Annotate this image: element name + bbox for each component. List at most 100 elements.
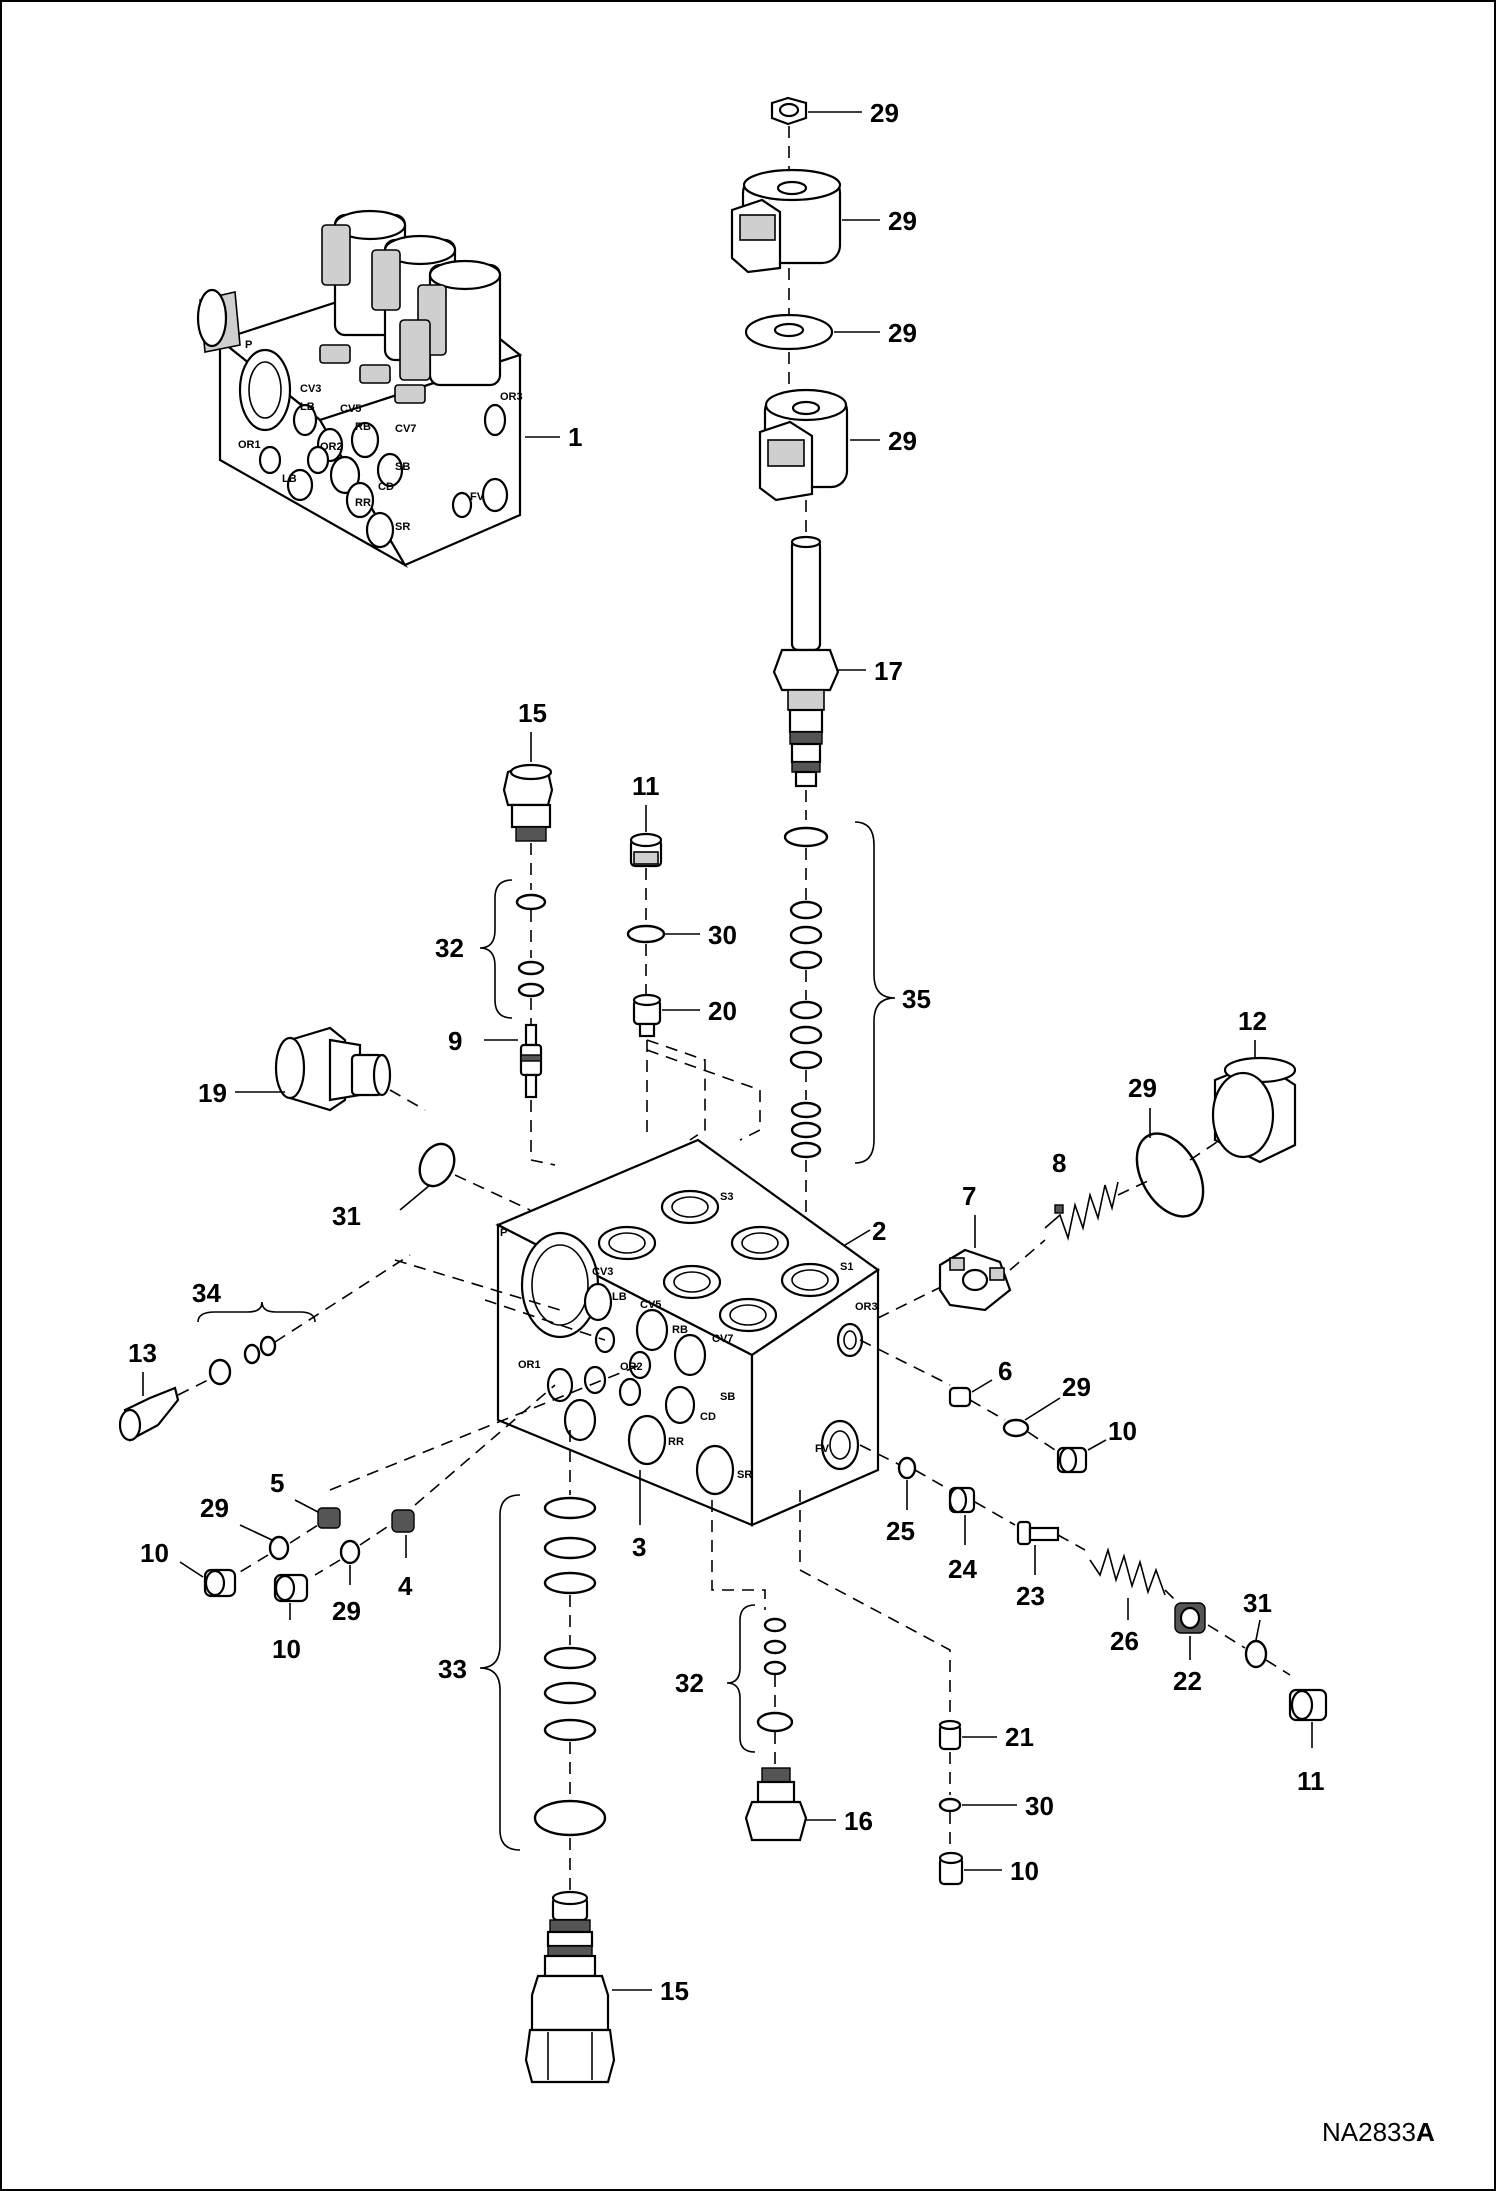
assy-port-sr: SR <box>395 521 410 533</box>
port-rr: RR <box>668 1436 684 1448</box>
callout-32-lower: 32 <box>675 1668 704 1698</box>
callout-29-lower-b: 29 <box>332 1596 361 1626</box>
port-sb: SB <box>720 1391 735 1403</box>
assy-port-cv3: CV3 <box>300 383 321 395</box>
callout-19: 19 <box>198 1078 227 1108</box>
part-31-oring <box>418 1142 456 1188</box>
part-27-nut <box>770 96 808 126</box>
drawing-code-suffix: A <box>1416 2117 1435 2147</box>
part-32-seals-upper <box>515 893 547 998</box>
part-15-upper-valve <box>502 763 554 842</box>
port-rb: RB <box>672 1324 688 1336</box>
port-or1: OR1 <box>518 1359 541 1371</box>
part-30-upper-oring <box>626 924 666 944</box>
part-13-check <box>118 1386 180 1442</box>
callout-2: 2 <box>872 1216 886 1246</box>
callout-7: 7 <box>962 1181 976 1211</box>
part-5-plug <box>317 1507 341 1529</box>
callout-6: 6 <box>998 1356 1012 1386</box>
valve-block: P CV3 LB CV5 RB CV7 OR3 OR1 OR2 SB CD RR… <box>495 1138 880 1527</box>
part-12-cap <box>1211 1056 1297 1164</box>
port-lb: LB <box>612 1291 627 1303</box>
part-11-upper-plug <box>629 832 663 868</box>
part-35-seal-kit <box>783 826 829 1159</box>
part-11-lower-plug <box>1288 1688 1328 1722</box>
assy-port-cd: CD <box>378 481 394 493</box>
callout-29-lower-a: 29 <box>200 1493 229 1523</box>
part-33-seal-kit <box>533 1496 607 1837</box>
callout-29-bottom: 30 <box>1025 1791 1054 1821</box>
assy-port-fv: FV <box>470 491 485 503</box>
part-16-cartridge <box>772 535 840 788</box>
part-7-spool <box>938 1248 1012 1312</box>
callout-18: 29 <box>888 318 917 348</box>
part-10-plug-lower-b <box>273 1573 309 1603</box>
assy-port-rb: RB <box>355 421 371 433</box>
part-6-plug <box>948 1386 972 1408</box>
part-18-washer <box>744 313 834 351</box>
callout-12: 12 <box>1238 1006 1267 1036</box>
callout-27: 29 <box>870 98 899 128</box>
port-cv3: CV3 <box>592 1266 613 1278</box>
callout-10-right: 10 <box>1108 1416 1137 1446</box>
part-10-plug-lower-a <box>203 1568 237 1598</box>
part-30-lower-oring <box>1244 1639 1268 1669</box>
port-cv5: CV5 <box>640 1299 661 1311</box>
callout-33: 33 <box>438 1654 467 1684</box>
callout-5: 5 <box>270 1468 284 1498</box>
port-s3: S3 <box>720 1191 733 1203</box>
assy-port-p: P <box>245 339 252 351</box>
callout-30-lower: 31 <box>1243 1588 1272 1618</box>
callout-1: 1 <box>568 422 582 452</box>
part-10-plug-right <box>1056 1446 1088 1474</box>
port-cv7: CV7 <box>712 1333 733 1345</box>
port-or3: OR3 <box>855 1301 878 1313</box>
port-or2: OR2 <box>620 1361 643 1373</box>
assy-port-or1: OR1 <box>238 439 261 451</box>
callout-35: 35 <box>902 984 931 1014</box>
callout-17-upper: 29 <box>888 206 917 236</box>
part-8-spring <box>1044 1181 1119 1241</box>
callout-14: 15 <box>660 1976 689 2006</box>
callout-11-lower: 11 <box>1297 1766 1325 1796</box>
drawing-code-main: NA2833 <box>1322 2117 1416 2147</box>
callout-11-upper: 11 <box>632 771 660 801</box>
port-sr: SR <box>737 1469 752 1481</box>
callout-34: 34 <box>192 1278 221 1308</box>
callout-26: 26 <box>1110 1626 1139 1656</box>
part-34-ring-c <box>259 1335 277 1357</box>
port-p: P <box>500 1227 507 1239</box>
part-21-orifice <box>938 1719 962 1751</box>
part-34-ring-b <box>243 1343 261 1365</box>
callout-20: 20 <box>708 996 737 1026</box>
callout-24: 24 <box>948 1554 977 1584</box>
assy-port-rr: RR <box>355 497 371 509</box>
assy-port-or2: OR2 <box>320 441 343 453</box>
assy-port-lb: LB <box>300 401 315 413</box>
part-29-oring-right <box>1002 1418 1030 1438</box>
part-17-coil-lower <box>758 388 849 502</box>
port-cd: CD <box>700 1411 716 1423</box>
callout-21: 21 <box>1005 1722 1034 1752</box>
callout-4: 4 <box>398 1571 413 1601</box>
callout-22: 22 <box>1173 1666 1202 1696</box>
part-25-oring <box>897 1456 917 1480</box>
assy-port-lb2: LB <box>282 473 297 485</box>
callout-29-right: 29 <box>1062 1372 1091 1402</box>
port-fv: FV <box>815 1443 830 1455</box>
callout-10-lower-a: 10 <box>140 1538 169 1568</box>
callout-30-upper: 30 <box>708 920 737 950</box>
drawing-code: NA2833A <box>1322 2117 1435 2147</box>
part-28-oring <box>1135 1132 1205 1218</box>
callout-15-lower: 16 <box>844 1806 873 1836</box>
part-26-spring <box>1089 1547 1166 1596</box>
part-15-lower-valve <box>744 1767 808 1842</box>
callout-3: 3 <box>632 1532 646 1562</box>
callout-23: 23 <box>1016 1581 1045 1611</box>
part-14-relief-valve <box>524 1890 616 2084</box>
callout-31: 31 <box>332 1201 361 1231</box>
assy-port-sb: SB <box>395 461 410 473</box>
part-19-fitting <box>274 1026 392 1112</box>
part-29-oring-lower-b <box>339 1539 361 1565</box>
